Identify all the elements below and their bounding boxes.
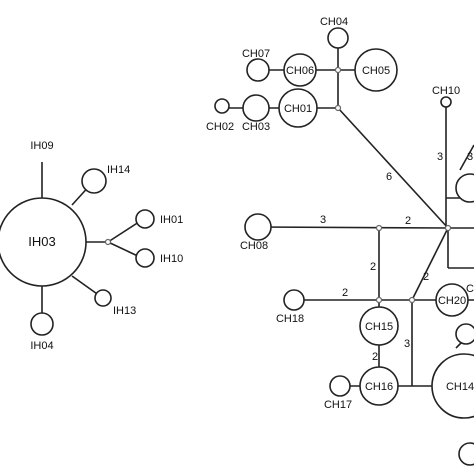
label-ch01: CH01 bbox=[284, 103, 312, 115]
node-ch02 bbox=[214, 98, 230, 114]
edge-right-diagonal bbox=[459, 144, 474, 171]
left-network: IH03 IH09 IH14 IH01 IH10 IH13 IH04 bbox=[0, 140, 183, 352]
node-ih13 bbox=[94, 289, 112, 307]
node-bottom-partial bbox=[458, 442, 474, 466]
mutation-label-hub-ch20: 2 bbox=[423, 271, 429, 283]
mutation-label-ch18: 2 bbox=[342, 287, 348, 299]
mutation-label-vertical: 2 bbox=[370, 261, 376, 273]
node-ch07 bbox=[246, 58, 270, 82]
label-ch14: CH14 bbox=[446, 381, 474, 393]
label-ih14: IH14 bbox=[107, 164, 130, 176]
label-ch18: CH18 bbox=[276, 313, 304, 325]
node-ch16 bbox=[359, 366, 399, 406]
edge-ch01-hub bbox=[337, 107, 449, 229]
median-vector-ch06-ch05 bbox=[334, 66, 342, 74]
label-ch02: CH02 bbox=[206, 121, 234, 133]
node-ch01 bbox=[278, 88, 318, 128]
median-vector-mid-top bbox=[375, 224, 383, 232]
edge-median-ih01 bbox=[107, 219, 143, 243]
label-ch08: CH08 bbox=[240, 240, 268, 252]
label-ch06: CH06 bbox=[286, 65, 314, 77]
mutation-label-ch08: 3 bbox=[320, 214, 326, 226]
edge-hub-ch20 bbox=[411, 227, 449, 301]
node-ch10 bbox=[440, 96, 452, 108]
label-ch17: CH17 bbox=[324, 399, 352, 411]
node-ih04 bbox=[30, 312, 54, 336]
mutation-label-ch01-hub: 6 bbox=[386, 171, 392, 183]
mutation-label-ch15-ch16: 2 bbox=[372, 351, 378, 363]
node-ch20 bbox=[435, 283, 469, 317]
edge-ch08-hub bbox=[257, 226, 449, 229]
label-ch10: CH10 bbox=[432, 85, 460, 97]
node-ch06 bbox=[283, 53, 317, 87]
median-vector-mid-bottom bbox=[375, 296, 383, 304]
median-vector-ch20 bbox=[408, 296, 416, 304]
label-ch03: CH03 bbox=[242, 121, 270, 133]
right-network: CH04 CH07 CH06 CH05 CH02 CH03 CH01 CH10 … bbox=[206, 16, 474, 466]
mutation-label-right-edge: 3 bbox=[467, 151, 473, 163]
median-vector-left bbox=[104, 238, 112, 246]
label-ih10: IH10 bbox=[160, 253, 183, 265]
node-ih01 bbox=[135, 209, 155, 229]
label-ch04: CH04 bbox=[320, 16, 348, 28]
node-ch03 bbox=[242, 94, 270, 122]
label-ih01: IH01 bbox=[160, 214, 183, 226]
mutation-label-ch10-hub: 3 bbox=[437, 151, 443, 163]
node-ch14-upper-partial bbox=[455, 323, 474, 345]
label-ch15: CH15 bbox=[365, 321, 393, 333]
edge-ih03-ih13 bbox=[71, 275, 101, 297]
node-right-partial bbox=[455, 173, 474, 203]
node-ih10 bbox=[135, 248, 155, 268]
median-vector-ch01 bbox=[334, 104, 342, 112]
node-ch18 bbox=[283, 289, 305, 311]
mutation-label-top-mid: 2 bbox=[405, 215, 411, 227]
label-ih09: IH09 bbox=[30, 140, 53, 152]
label-ih13: IH13 bbox=[113, 305, 136, 317]
node-ih14 bbox=[81, 168, 107, 194]
node-ch04 bbox=[327, 27, 349, 49]
mutation-label-ch20-right: C bbox=[466, 283, 474, 295]
label-ch07: CH07 bbox=[242, 48, 270, 60]
label-ch20: CH20 bbox=[438, 295, 466, 307]
node-ch17 bbox=[329, 375, 351, 397]
node-ch15 bbox=[359, 306, 399, 346]
label-ch05: CH05 bbox=[362, 65, 390, 77]
node-ch14 bbox=[431, 353, 474, 419]
node-ih03 bbox=[0, 197, 87, 287]
node-ch08 bbox=[244, 213, 272, 241]
mutation-label-ch16-column: 3 bbox=[404, 338, 410, 350]
node-ch05 bbox=[354, 48, 398, 92]
label-ih03: IH03 bbox=[28, 234, 55, 249]
median-vector-hub bbox=[444, 224, 452, 232]
label-ih04: IH04 bbox=[30, 340, 53, 352]
label-ch16: CH16 bbox=[365, 381, 393, 393]
